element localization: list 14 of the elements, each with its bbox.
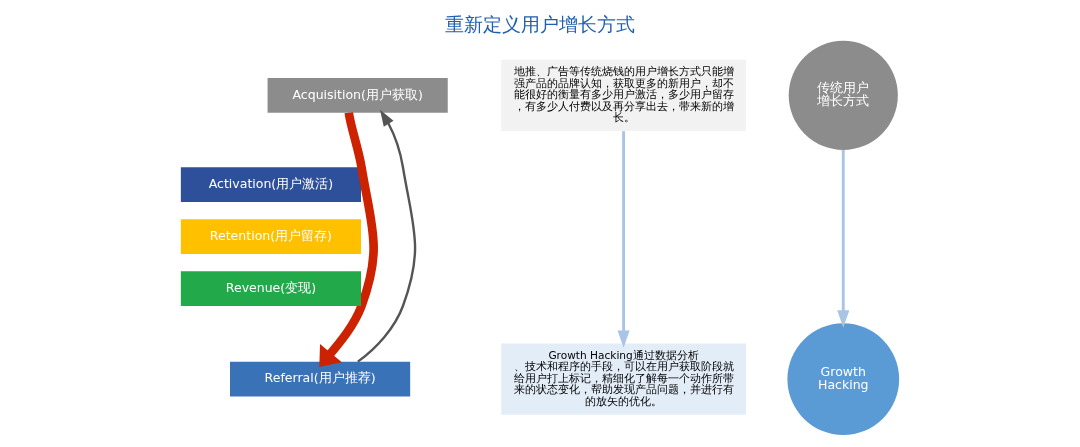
node-circle: Growth Hacking (787, 323, 900, 436)
arrow (837, 150, 850, 328)
diagram-title: 重新定义用户增长方式 (445, 13, 635, 37)
arrow (319, 112, 378, 367)
arrow (617, 131, 630, 348)
node-box: Acquisition(用户获取) (267, 78, 448, 113)
node-box: Referral(用户推荐) (230, 361, 411, 397)
arrow (357, 109, 417, 363)
node-circle: 传统用户增长方式 (788, 40, 898, 150)
node-box: 地推、广告等传统烧钱的用户增长方式只能增强产品的品牌认知，获取更多的新用户，却不能很好的衡量有多少用户激活，多少用户留存，有多少人付费以及再分享出去，带来新的增长。 (501, 59, 746, 131)
node-box: Activation(用户激活) (180, 167, 362, 202)
node-box: Growth Hacking通过数据分析、技术和程序的手段，可以在用户获取阶段就给用户打上标记，精细化了解每一个动作所带来的状态变化，帮助发现产品问题，并进行有的放矢的优化。 (501, 343, 746, 415)
node-box: Revenue(变现) (180, 271, 362, 306)
node-box: Retention(用户留存) (180, 219, 362, 254)
